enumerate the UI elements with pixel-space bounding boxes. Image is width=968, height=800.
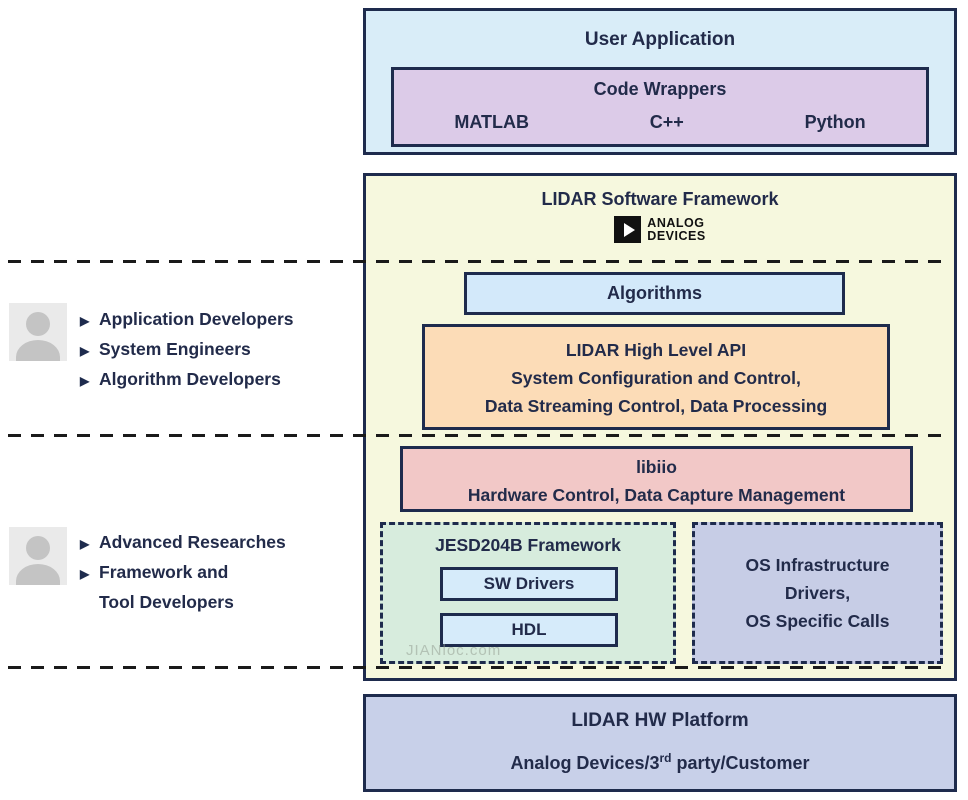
dashed-separator-middle bbox=[8, 434, 950, 437]
lidar-hw-platform-box: LIDAR HW Platform Analog Devices/3rd par… bbox=[363, 694, 957, 792]
wrapper-matlab-label: MATLAB bbox=[454, 112, 530, 132]
triangle-bullet-icon: ▶ bbox=[80, 314, 90, 328]
triangle-bullet-icon: ▶ bbox=[80, 537, 90, 551]
hdl-box: HDL bbox=[440, 613, 618, 647]
os-line1: OS Infrastructure bbox=[745, 555, 890, 575]
persona-item: ▶ Framework and bbox=[80, 558, 286, 588]
hw-platform-subtitle: Analog Devices/3rd party/Customer bbox=[366, 751, 954, 774]
persona-group-developers: ▶ Application Developers ▶ System Engine… bbox=[80, 305, 294, 395]
adi-logo-line1: ANALOG bbox=[647, 215, 705, 230]
avatar-head-icon bbox=[26, 536, 50, 560]
high-level-api-box: LIDAR High Level API System Configuratio… bbox=[422, 324, 890, 430]
persona-avatar-researchers bbox=[9, 527, 67, 585]
persona-label: Algorithm Developers bbox=[99, 369, 281, 389]
avatar-shoulders-icon bbox=[16, 340, 60, 361]
watermark-text: JIANloc.com bbox=[406, 642, 502, 659]
triangle-bullet-icon: ▶ bbox=[80, 567, 90, 581]
algorithms-label: Algorithms bbox=[606, 283, 702, 303]
persona-avatar-developers bbox=[9, 303, 67, 361]
user-application-box: User Application Code Wrappers MATLAB C+… bbox=[363, 8, 957, 155]
api-line2: System Configuration and Control, bbox=[511, 368, 801, 388]
hw-subtitle-post: party/Customer bbox=[671, 753, 810, 773]
sw-drivers-box: SW Drivers bbox=[440, 567, 618, 601]
os-infrastructure-box: OS Infrastructure Drivers, OS Specific C… bbox=[692, 522, 943, 664]
triangle-bullet-icon: ▶ bbox=[80, 344, 90, 358]
api-line3: Data Streaming Control, Data Processing bbox=[484, 396, 828, 416]
persona-group-researchers: ▶ Advanced Researches ▶ Framework and ▶ … bbox=[80, 528, 286, 618]
triangle-bullet-icon: ▶ bbox=[80, 374, 90, 388]
hw-subtitle-pre: Analog Devices/3 bbox=[510, 753, 660, 773]
libiio-box: libiio Hardware Control, Data Capture Ma… bbox=[400, 446, 913, 512]
persona-label: System Engineers bbox=[99, 339, 251, 359]
avatar-head-icon bbox=[26, 312, 50, 336]
os-line2: Drivers, bbox=[784, 583, 851, 603]
algorithms-box: Algorithms bbox=[464, 272, 845, 315]
persona-item: ▶ Tool Developers bbox=[80, 588, 286, 618]
lidar-software-framework-box: LIDAR Software Framework ANALOG DEVICES … bbox=[363, 173, 957, 681]
analog-devices-logo: ANALOG DEVICES bbox=[366, 216, 954, 243]
wrapper-python-label: Python bbox=[804, 112, 866, 132]
framework-title: LIDAR Software Framework bbox=[541, 189, 779, 209]
os-line3: OS Specific Calls bbox=[745, 611, 890, 631]
persona-label: Application Developers bbox=[99, 309, 294, 329]
adi-logo-line2: DEVICES bbox=[647, 228, 706, 243]
persona-label: Tool Developers bbox=[99, 592, 234, 612]
jesd204b-title: JESD204B Framework bbox=[435, 535, 621, 555]
hw-subtitle-sup: rd bbox=[659, 751, 672, 765]
persona-item: ▶ System Engineers bbox=[80, 335, 294, 365]
persona-item: ▶ Advanced Researches bbox=[80, 528, 286, 558]
dashed-separator-top bbox=[8, 260, 950, 263]
dashed-separator-bottom bbox=[8, 666, 950, 669]
user-application-title: User Application bbox=[584, 29, 736, 50]
hdl-label: HDL bbox=[511, 620, 547, 639]
persona-item: ▶ Algorithm Developers bbox=[80, 365, 294, 395]
jesd204b-framework-box: JESD204B Framework SW Drivers HDL bbox=[380, 522, 676, 664]
libiio-title: libiio bbox=[636, 457, 677, 477]
avatar-shoulders-icon bbox=[16, 564, 60, 585]
code-wrappers-box: Code Wrappers MATLAB C++ Python bbox=[391, 67, 929, 147]
adi-logo-text: ANALOG DEVICES bbox=[647, 215, 706, 243]
adi-logo-mark-icon bbox=[614, 216, 642, 243]
persona-label: Framework and bbox=[99, 562, 229, 582]
api-title: LIDAR High Level API bbox=[565, 340, 747, 360]
wrapper-cpp-label: C++ bbox=[649, 112, 684, 132]
libiio-subtitle: Hardware Control, Data Capture Managemen… bbox=[467, 485, 846, 505]
code-wrappers-title: Code Wrappers bbox=[593, 79, 727, 99]
sw-drivers-label: SW Drivers bbox=[483, 574, 575, 593]
persona-label: Advanced Researches bbox=[99, 532, 286, 552]
hw-platform-title: LIDAR HW Platform bbox=[571, 710, 749, 731]
code-wrappers-items: MATLAB C++ Python bbox=[394, 112, 926, 133]
persona-item: ▶ Application Developers bbox=[80, 305, 294, 335]
